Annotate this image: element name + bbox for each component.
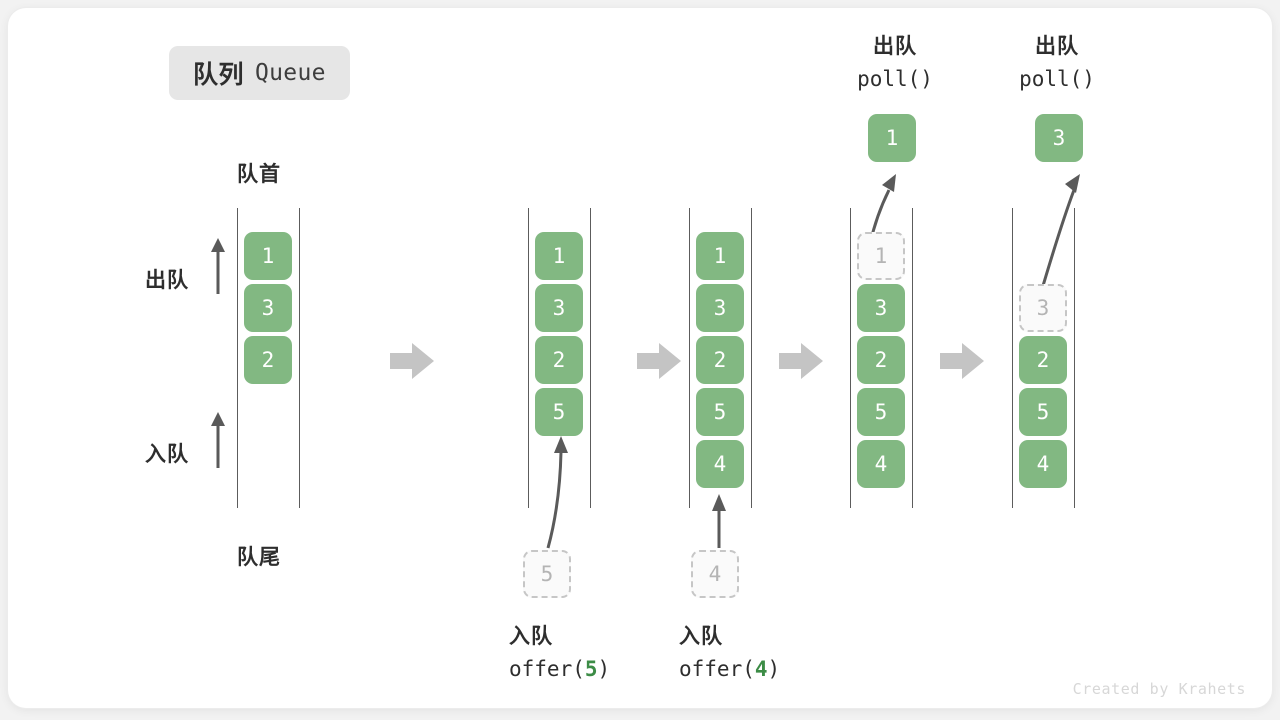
queue-element: 3 (535, 284, 583, 332)
queue-empty-slot (1019, 232, 1067, 280)
caption-code: offer(5) (509, 657, 611, 681)
queue-element: 5 (857, 388, 905, 436)
queue-element: 2 (857, 336, 905, 384)
enqueue-ghost-element: 4 (691, 550, 739, 598)
rail-left-col-2 (528, 208, 529, 508)
rail-right-col-4 (912, 208, 913, 508)
label-enqueue: 入队 (145, 443, 189, 466)
caption-code: offer(4) (679, 657, 781, 681)
rail-right-col-2 (590, 208, 591, 508)
queue-element: 1 (244, 232, 292, 280)
dequeue-direction-arrow-icon (211, 238, 225, 294)
polled-element: 3 (1035, 114, 1083, 162)
rail-right-col-5 (1074, 208, 1075, 508)
dequeue-ghost-element: 1 (857, 232, 905, 280)
queue-element: 2 (1019, 336, 1067, 384)
enqueue-motion-arrow-icon (712, 494, 726, 549)
enqueue-ghost-element: 5 (523, 550, 571, 598)
rail-right-col-1 (299, 208, 300, 508)
queue-element: 5 (1019, 388, 1067, 436)
rail-left-col-1 (237, 208, 238, 508)
caption-cn: 入队 (679, 625, 723, 648)
queue-element: 4 (857, 440, 905, 488)
queue-element: 3 (857, 284, 905, 332)
transition-arrow-icon (779, 343, 823, 379)
watermark: Created by Krahets (1072, 680, 1246, 698)
rail-right-col-3 (751, 208, 752, 508)
dequeue-ghost-element: 3 (1019, 284, 1067, 332)
caption-col-2: 入队 offer(5) (509, 620, 610, 681)
title-badge: 队列 Queue (169, 46, 350, 100)
queue-element: 3 (696, 284, 744, 332)
queue-element: 2 (244, 336, 292, 384)
title-cn: 队列 (193, 61, 245, 89)
rail-left-col-3 (689, 208, 690, 508)
queue-element: 5 (696, 388, 744, 436)
title-en: Queue (255, 60, 326, 86)
queue-element: 3 (244, 284, 292, 332)
rail-left-col-5 (1012, 208, 1013, 508)
queue-element: 1 (535, 232, 583, 280)
queue-element: 2 (535, 336, 583, 384)
rail-left-col-4 (850, 208, 851, 508)
queue-element: 4 (696, 440, 744, 488)
transition-arrow-icon (637, 343, 681, 379)
enqueue-motion-arrow-icon (546, 436, 568, 549)
queue-element: 5 (535, 388, 583, 436)
queue-element: 4 (1019, 440, 1067, 488)
enqueue-direction-arrow-icon (211, 412, 225, 468)
caption-col-3: 入队 offer(4) (679, 620, 780, 681)
header-col-5: 出队 poll() (1007, 30, 1107, 91)
header-col-4: 出队 poll() (845, 30, 945, 91)
label-dequeue: 出队 (145, 269, 189, 292)
caption-cn: 入队 (509, 625, 553, 648)
label-rear: 队尾 (237, 546, 281, 569)
queue-element: 1 (696, 232, 744, 280)
header-cn: 出队 (873, 35, 917, 58)
transition-arrow-icon (390, 343, 434, 379)
header-cn: 出队 (1035, 35, 1079, 58)
label-front: 队首 (237, 163, 281, 186)
header-code: poll() (1019, 67, 1095, 91)
transition-arrow-icon (940, 343, 984, 379)
header-code: poll() (857, 67, 933, 91)
queue-element: 2 (696, 336, 744, 384)
polled-element: 1 (868, 114, 916, 162)
